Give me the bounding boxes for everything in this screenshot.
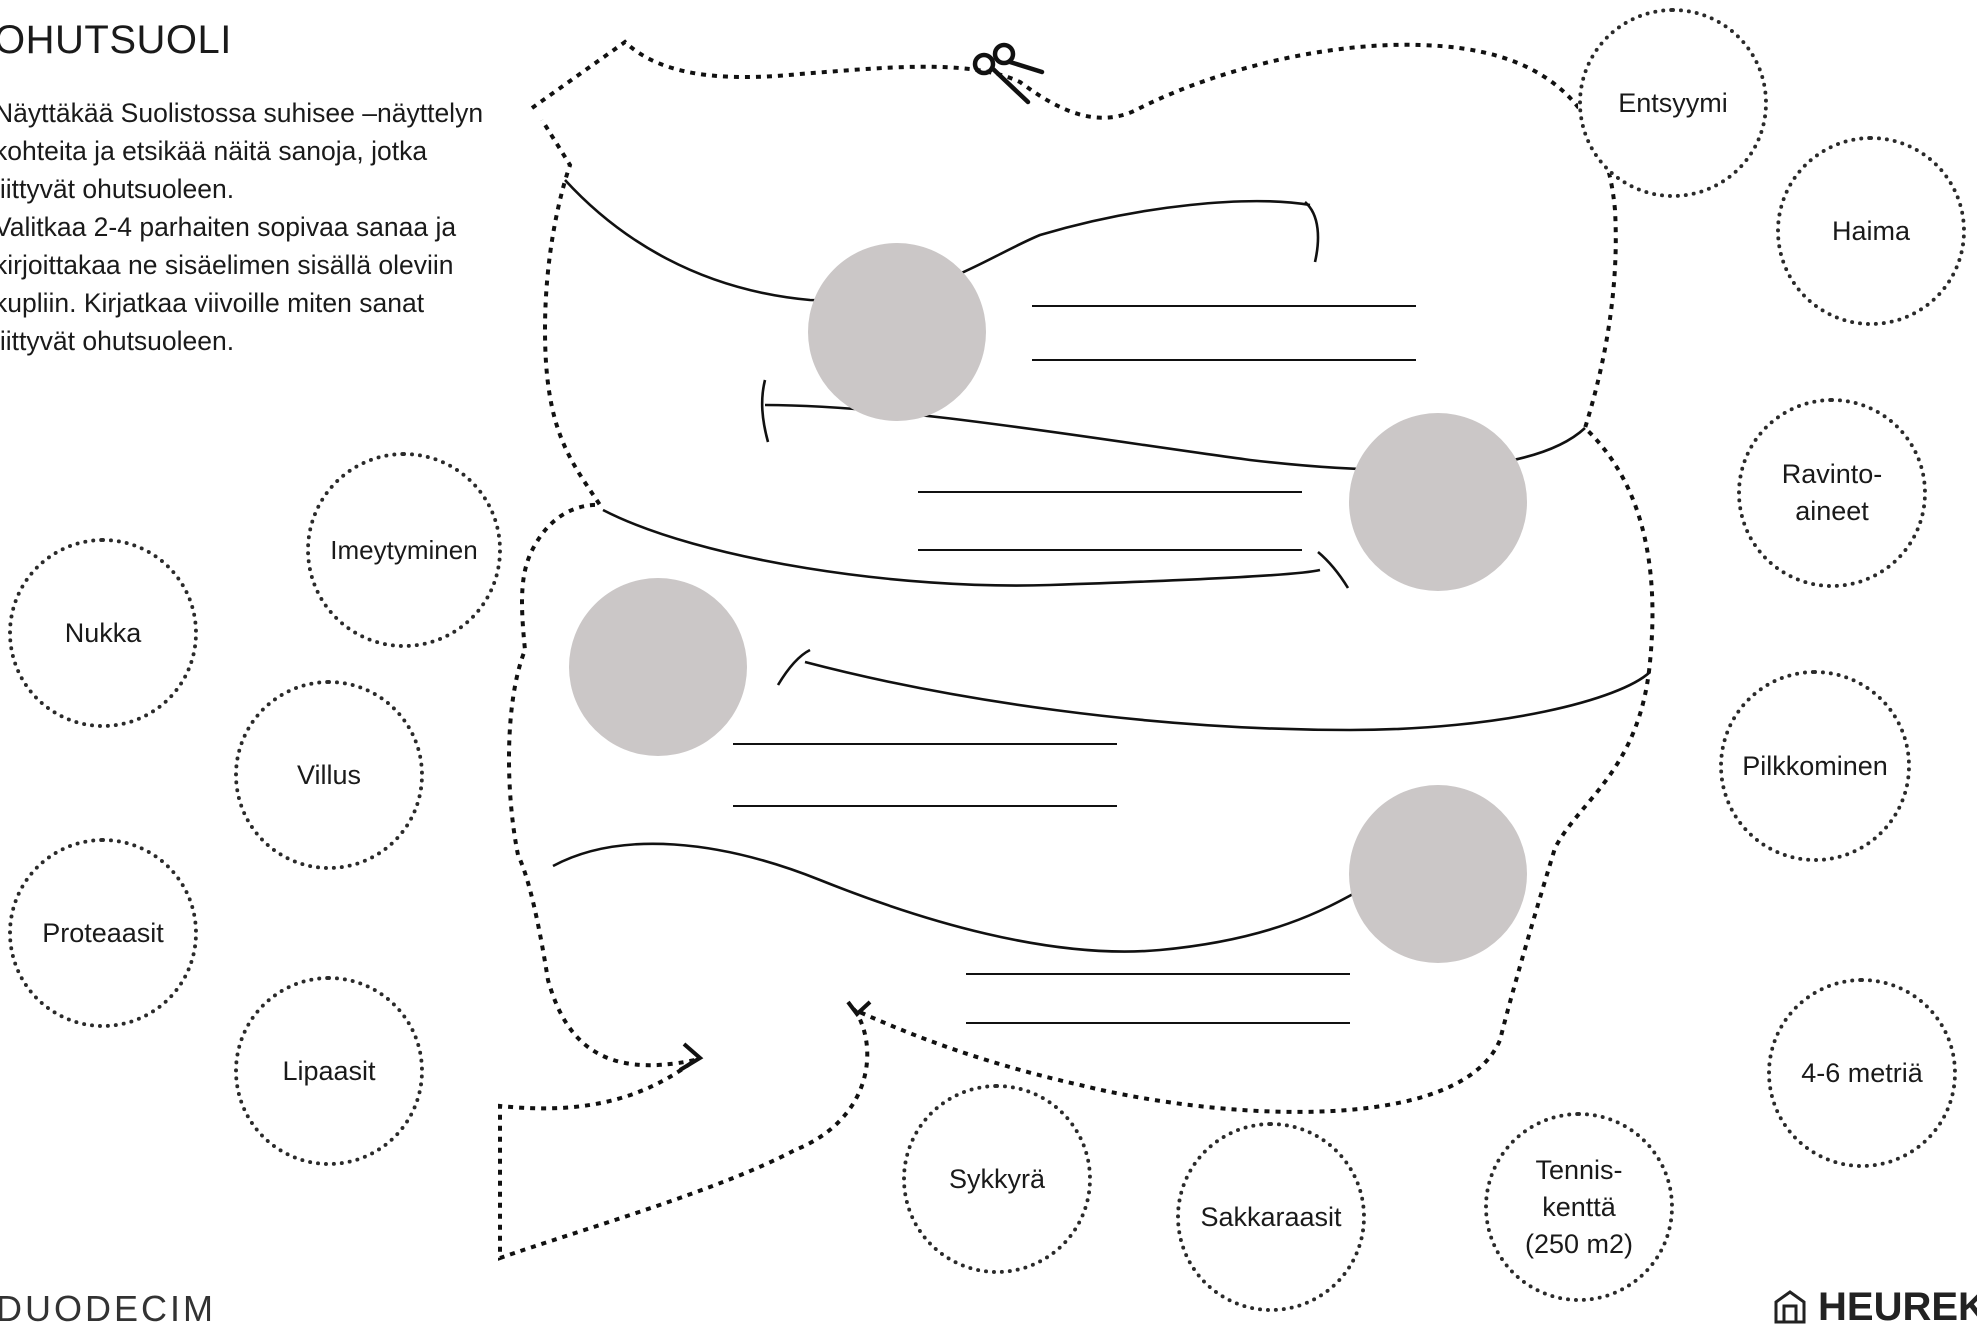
outline-arrow	[678, 1042, 704, 1072]
word-label: Entsyymi	[1618, 87, 1728, 118]
word-label: 4-6 metriä	[1801, 1057, 1923, 1088]
word-circle-pilkkominen[interactable]: Pilkkominen	[1719, 670, 1911, 862]
answer-bubble[interactable]	[1349, 413, 1527, 591]
word-label: Imeytyminen	[330, 534, 478, 565]
word-circle-villus[interactable]: Villus	[234, 680, 424, 870]
footer-heureka: HEUREKA	[1770, 1285, 1977, 1330]
word-label: Sakkaraasit	[1200, 1201, 1342, 1232]
cut-outline	[498, 39, 1655, 1261]
footer-heureka-text: HEUREKA	[1818, 1285, 1977, 1329]
answer-bubble[interactable]	[1349, 785, 1527, 963]
answer-bubble[interactable]	[569, 578, 747, 756]
instruction-line: liittyvät ohutsuoleen.	[0, 174, 235, 204]
word-circle-ravintoaineet[interactable]: Ravinto- aineet	[1737, 398, 1927, 588]
footer-duodecim: DUODECIM	[0, 1288, 216, 1329]
writing-lines	[733, 305, 1416, 1024]
page-title: OHUTSUOLI	[0, 18, 232, 62]
word-circle-metria[interactable]: 4-6 metriä	[1767, 978, 1957, 1168]
word-circle-proteaasit[interactable]: Proteaasit	[8, 838, 198, 1028]
instruction-line: Näyttäkää Suolistossa suhisee –näyttelyn	[0, 98, 484, 128]
word-circle-nukka[interactable]: Nukka	[8, 538, 198, 728]
word-label: Ravinto- aineet	[1781, 459, 1883, 526]
word-circle-lipaasit[interactable]: Lipaasit	[234, 976, 424, 1166]
word-circle-haima[interactable]: Haima	[1776, 136, 1966, 326]
outline-arrow	[846, 1000, 872, 1017]
instruction-line: kirjoittakaa ne sisäelimen sisällä olevi…	[0, 250, 454, 280]
word-label: Proteaasit	[42, 917, 164, 948]
word-circle-sykkyra[interactable]: Sykkyrä	[902, 1084, 1092, 1274]
word-label: Nukka	[64, 617, 142, 648]
word-label: Pilkkominen	[1742, 750, 1888, 781]
heureka-logo-icon	[1774, 1289, 1806, 1323]
instruction-line: Valitkaa 2-4 parhaiten sopivaa sanaa ja	[0, 212, 457, 242]
word-circle-sakkaraasit[interactable]: Sakkaraasit	[1176, 1122, 1366, 1312]
instructions: Näyttäkää Suolistossa suhisee –näyttelyn…	[0, 94, 514, 360]
word-circle-imeytyminen[interactable]: Imeytyminen	[306, 452, 502, 648]
word-label: Haima	[1831, 215, 1911, 246]
instruction-line: kohteita ja etsikää näitä sanoja, jotka	[0, 136, 428, 166]
instruction-line: liittyvät ohutsuoleen.	[0, 326, 235, 356]
instruction-line: kupliin. Kirjatkaa viivoille miten sanat	[0, 288, 425, 318]
word-label: Lipaasit	[282, 1055, 376, 1086]
word-label: Tennis- kenttä (250 m2)	[1524, 1154, 1634, 1259]
answer-bubble[interactable]	[808, 243, 986, 421]
word-label: Sykkyrä	[948, 1163, 1046, 1194]
word-circle-entsyymi[interactable]: Entsyymi	[1578, 8, 1768, 198]
word-circle-tenniskentta[interactable]: Tennis- kenttä (250 m2)	[1484, 1112, 1674, 1302]
word-label: Villus	[296, 759, 362, 790]
scissors-icon	[972, 42, 1045, 105]
